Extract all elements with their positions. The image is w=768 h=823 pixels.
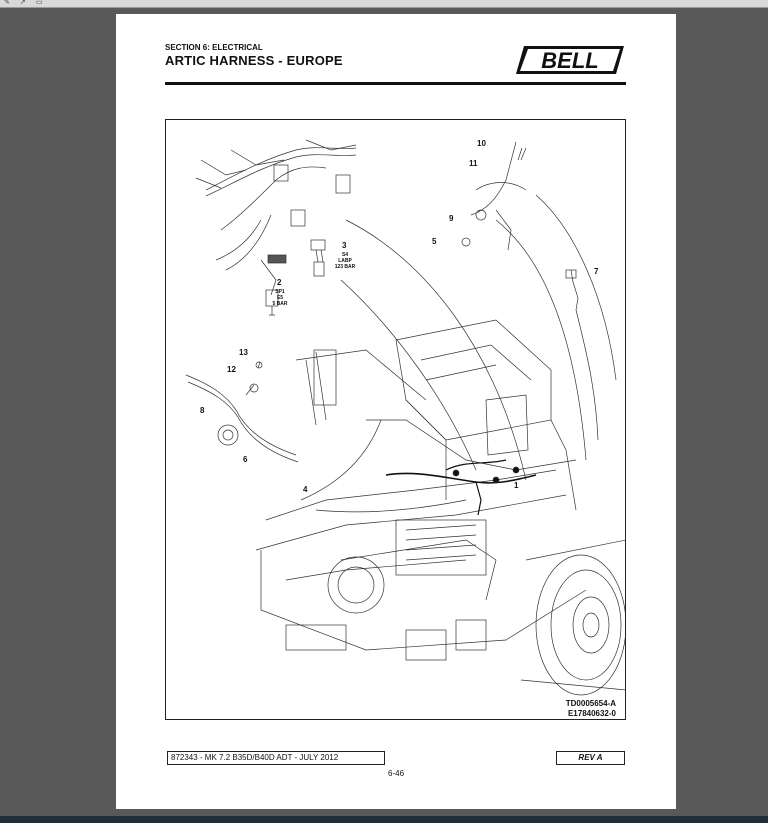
callout-11: 11	[469, 159, 478, 168]
callout-9: 9	[449, 214, 454, 223]
callout-10: 10	[477, 139, 486, 148]
pencil-icon[interactable]: ✎	[4, 0, 10, 6]
arrow-icon[interactable]: ➚	[20, 0, 26, 6]
sensor-2-line-3: 5 BAR	[272, 301, 287, 307]
callout-12: 12	[227, 365, 236, 374]
bell-logo: BELL	[516, 46, 624, 74]
title-rule	[165, 82, 626, 85]
figure-code-primary: TD0005654-A	[565, 699, 616, 708]
viewer-toolbar: ✎ ➚ ▭	[0, 0, 768, 8]
viewer-bottom-bar	[0, 816, 768, 823]
svg-text:BELL: BELL	[541, 48, 598, 73]
document-page: SECTION 6: ELECTRICAL ARTIC HARNESS - EU…	[116, 14, 676, 809]
callout-4: 4	[303, 485, 308, 494]
sensor-2-line-1: SP1	[275, 289, 285, 295]
sensor-2-line-2: E5	[277, 295, 283, 301]
callout-8: 8	[200, 406, 205, 415]
page-icon[interactable]: ▭	[36, 0, 43, 6]
sensor-3-line-2: LABP	[338, 258, 352, 264]
callout-13: 13	[239, 348, 248, 357]
page-number: 6-46	[388, 769, 405, 778]
callout-3: 3	[342, 241, 347, 250]
parts-diagram: 1 2 3 4 5 6 7 8 9 10 11 12 13 SP1 E5 5 B…	[165, 119, 626, 720]
callout-5: 5	[432, 237, 437, 246]
section-label: SECTION 6: ELECTRICAL	[165, 43, 263, 52]
page-title: ARTIC HARNESS - EUROPE	[165, 53, 343, 68]
callout-7: 7	[594, 267, 599, 276]
sensor-3-line-3: 123 BAR	[335, 264, 356, 270]
revision-box: REV A	[556, 751, 625, 765]
callout-6: 6	[243, 455, 248, 464]
callout-2: 2	[277, 278, 282, 287]
figure-code-secondary: E17840632-0	[567, 709, 616, 718]
footer-doc-id: 872343 - MK 7.2 B35D/B40D ADT - JULY 201…	[167, 751, 385, 765]
callout-1: 1	[514, 481, 519, 490]
sensor-3-line-1: S4	[342, 252, 348, 258]
